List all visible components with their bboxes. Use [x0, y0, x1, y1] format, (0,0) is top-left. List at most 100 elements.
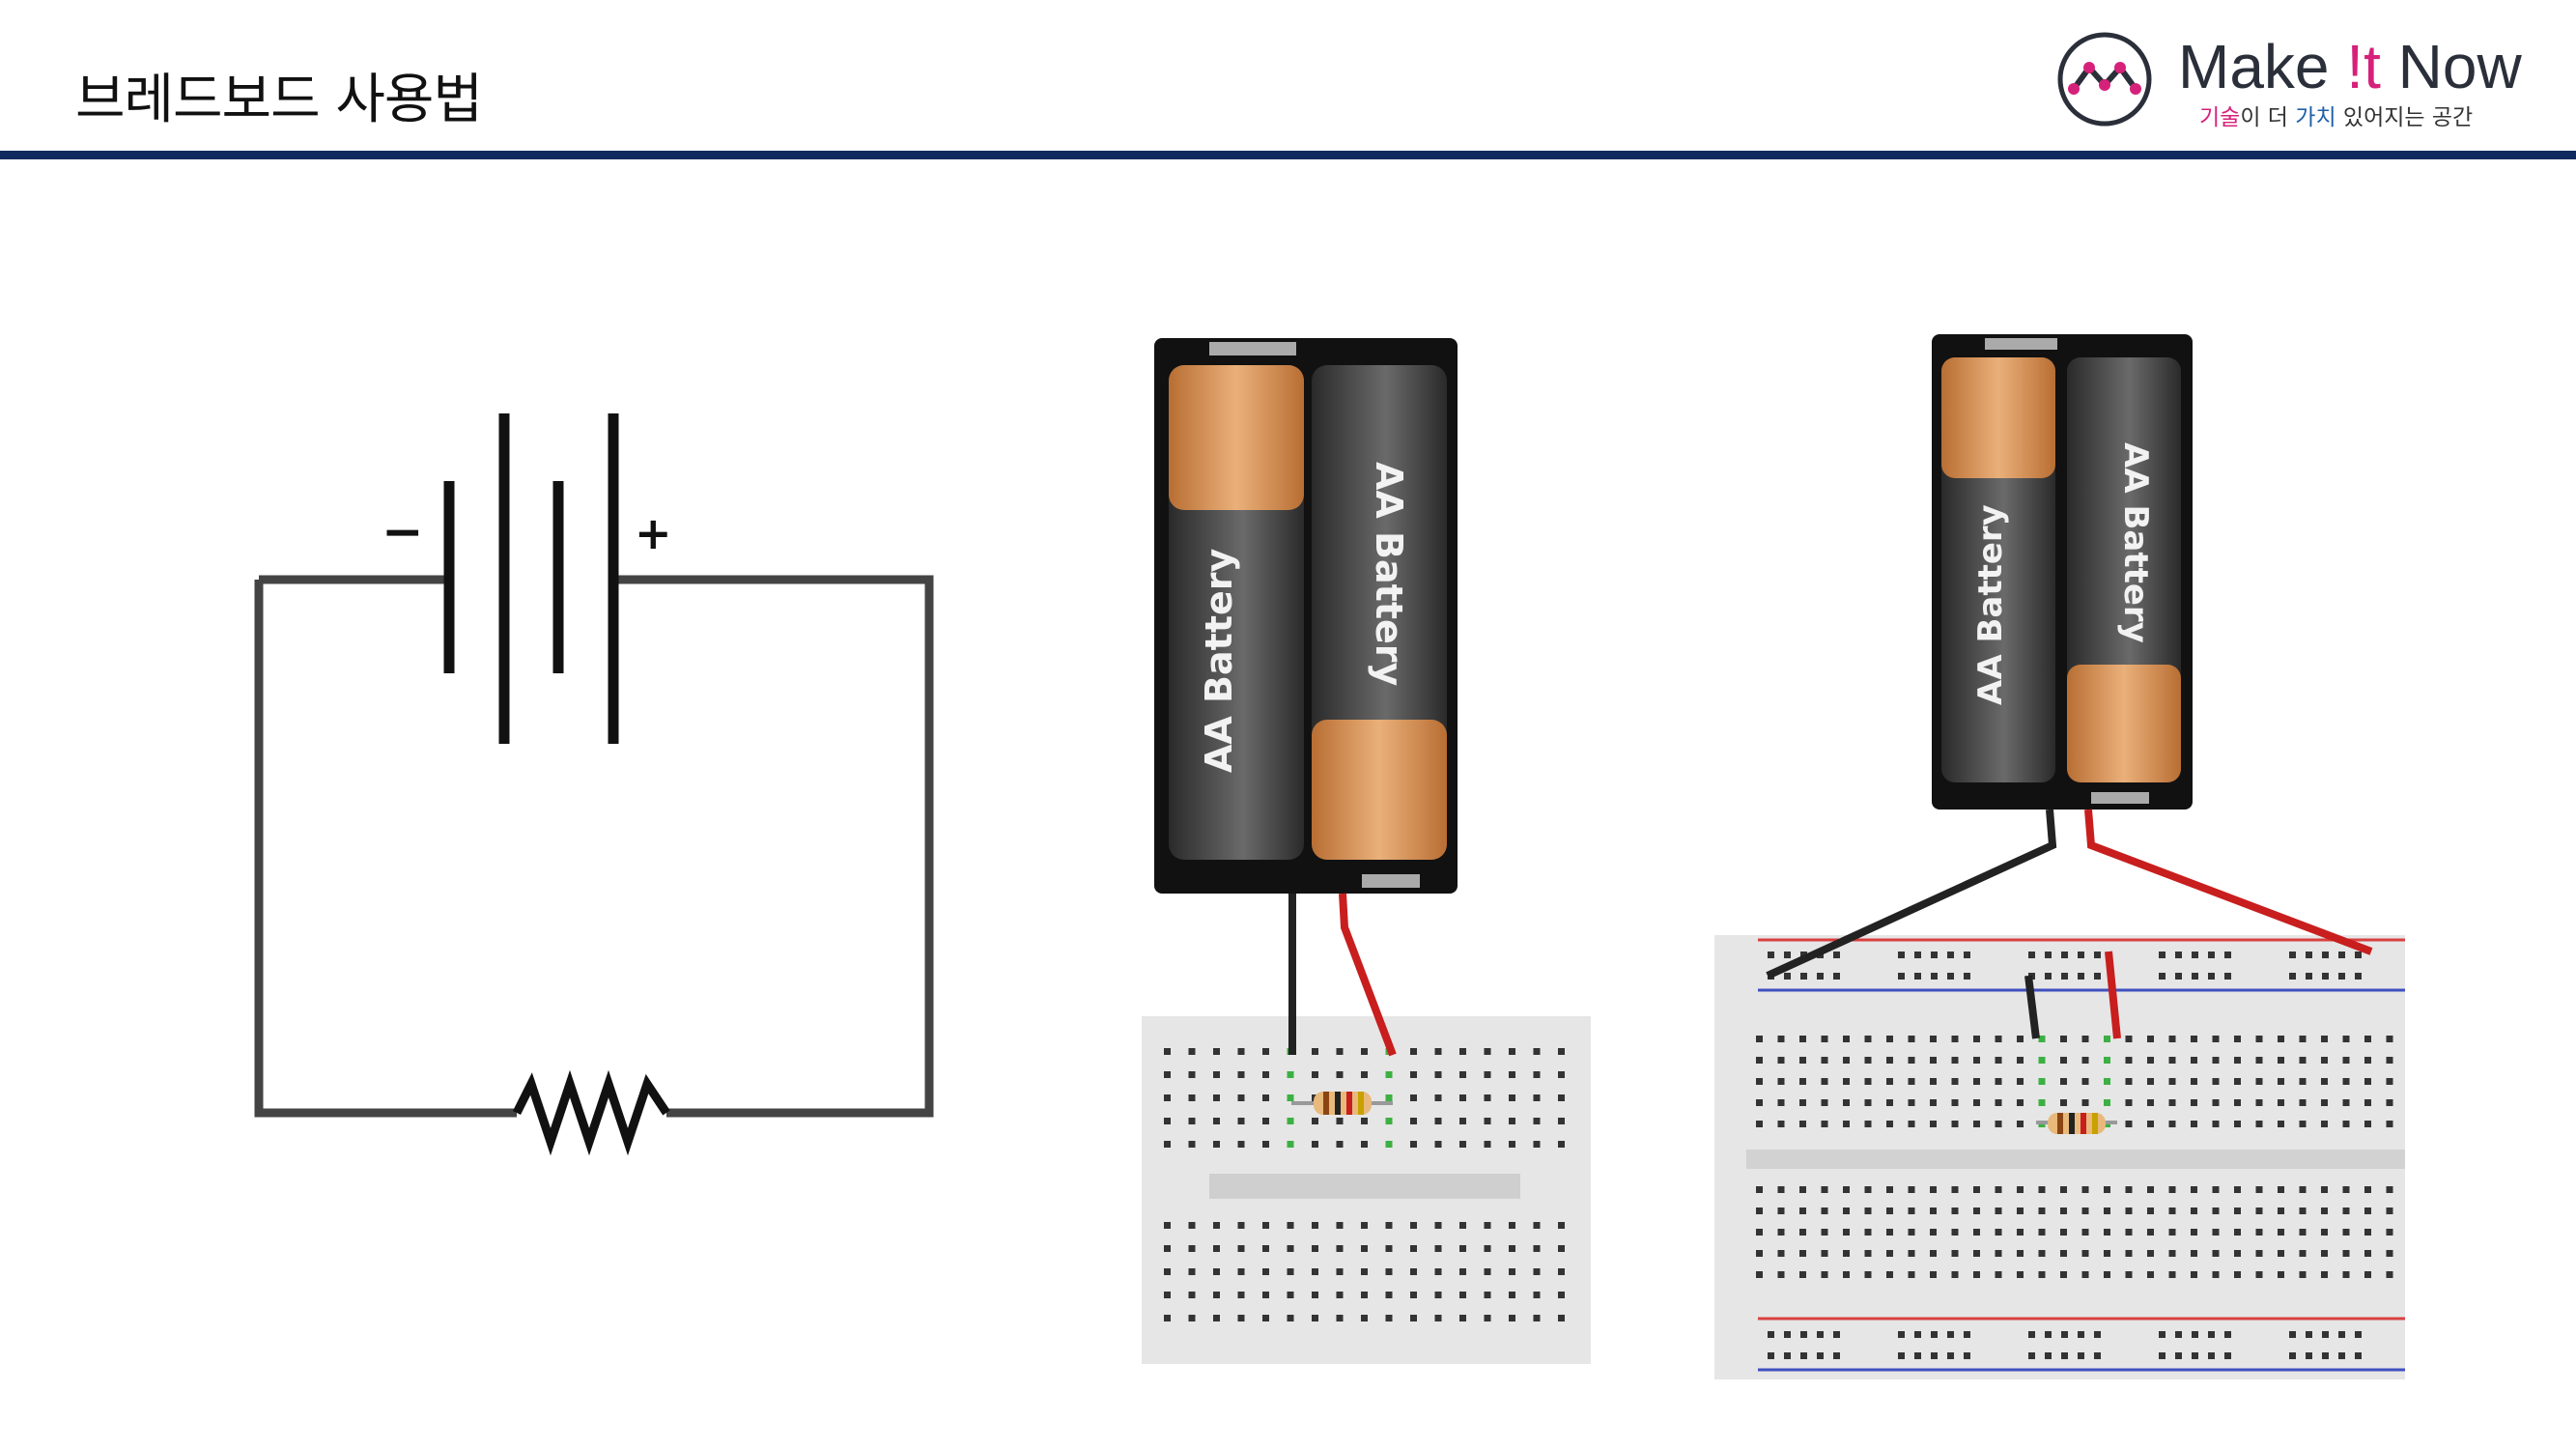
breadboard-hole: [1164, 1094, 1171, 1101]
breadboard-hole: [1558, 1245, 1565, 1252]
breadboard-hole: [1459, 1048, 1466, 1055]
breadboard-hole: [2342, 1186, 2350, 1193]
breadboard-hole: [2125, 1057, 2133, 1064]
breadboard-hole: [2212, 1121, 2220, 1127]
breadboard-hole: [1864, 1229, 1872, 1236]
breadboard-hole: [1237, 1118, 1245, 1124]
breadboard-hole: [1287, 1315, 1294, 1321]
breadboard-hole: [1864, 1250, 1872, 1257]
breadboard-hole: [1385, 1118, 1393, 1124]
breadboard-hole: [2255, 1186, 2263, 1193]
breadboard-hole: [1817, 1352, 1824, 1359]
breadboard-hole: [1817, 973, 1824, 980]
page-title: 브레드보드 사용법: [75, 69, 483, 131]
breadboard-hole: [2060, 1208, 2067, 1214]
breadboard-hole: [1410, 1315, 1417, 1321]
breadboard-hole: [1930, 1271, 1937, 1278]
breadboard-hole: [1756, 1271, 1763, 1278]
breadboard-hole: [2386, 1036, 2393, 1042]
breadboard-hole: [1533, 1268, 1541, 1275]
breadboard-hole: [2191, 1271, 2197, 1278]
breadboard-hole: [1237, 1245, 1245, 1252]
breadboard-hole: [2212, 1099, 2220, 1106]
breadboard-hole: [2299, 1036, 2307, 1042]
breadboard-hole: [2104, 1078, 2110, 1085]
header-rule: [0, 151, 2576, 159]
breadboard-hole: [2147, 1271, 2154, 1278]
breadboard-hole: [1164, 1268, 1171, 1275]
breadboard-hole: [2168, 1099, 2176, 1106]
breadboard-hole: [2175, 1352, 2182, 1359]
breadboard-hole: [1973, 1208, 1980, 1214]
breadboard-hole: [1385, 1292, 1393, 1298]
breadboard-hole: [1886, 1271, 1893, 1278]
breadboard-hole: [1931, 973, 1938, 980]
breadboard-hole: [1930, 1078, 1937, 1085]
breadboard-hole: [1898, 973, 1905, 980]
breadboard-hole: [1484, 1222, 1491, 1229]
breadboard-hole: [2094, 973, 2101, 980]
breadboard-hole: [2234, 1121, 2241, 1127]
breadboard-hole: [1833, 973, 1840, 980]
breadboard-hole: [1951, 1186, 1959, 1193]
breadboard-hole: [1237, 1292, 1245, 1298]
breadboard-hole: [1886, 1036, 1893, 1042]
breadboard-hole: [1484, 1268, 1491, 1275]
breadboard-hole: [1756, 1229, 1763, 1236]
breadboard-hole: [1484, 1315, 1491, 1321]
breadboard-hole: [2028, 952, 2035, 958]
breadboard-hole: [1484, 1245, 1491, 1252]
breadboard-hole: [1843, 1250, 1850, 1257]
breadboard-hole: [2234, 1099, 2241, 1106]
breadboard-hole: [1914, 952, 1921, 958]
schematic-wire: [254, 575, 934, 1118]
breadboard-hole: [2338, 1352, 2345, 1359]
breadboard-hole: [2306, 952, 2312, 958]
breadboard-hole: [1908, 1099, 1915, 1106]
breadboard-hole: [1558, 1118, 1565, 1124]
breadboard-hole: [1385, 1315, 1393, 1321]
breadboard-hole: [2147, 1099, 2154, 1106]
battery-label: AA Battery: [2116, 442, 2155, 643]
breadboard-hole: [2364, 1271, 2371, 1278]
breadboard-hole: [2168, 1250, 2176, 1257]
breadboard-hole: [2081, 1229, 2089, 1236]
breadboard-hole: [1361, 1245, 1368, 1252]
breadboard-hole: [2289, 1352, 2296, 1359]
breadboard-hole: [1385, 1222, 1393, 1229]
breadboard-hole: [1821, 1271, 1828, 1278]
breadboard-hole: [1799, 1078, 1806, 1085]
breadboard-hole: [2159, 1352, 2166, 1359]
breadboard-hole: [2078, 1331, 2084, 1338]
breadboard-hole: [1930, 1250, 1937, 1257]
breadboard-hole: [1237, 1268, 1245, 1275]
breadboard-hole: [1756, 1186, 1763, 1193]
breadboard-hole: [1533, 1245, 1541, 1252]
black-wire: [1766, 809, 2057, 980]
breadboard-hole: [2234, 1208, 2241, 1214]
breadboard-hole: [1434, 1071, 1442, 1078]
breadboard-hole: [1930, 1057, 1937, 1064]
breadboard-hole: [1931, 1352, 1938, 1359]
breadboard-hole: [1361, 1315, 1368, 1321]
breadboard-hole: [1973, 1229, 1980, 1236]
breadboard-hole: [2321, 1229, 2328, 1236]
breadboard-hole: [2017, 1121, 2024, 1127]
breadboard-hole: [2017, 1057, 2024, 1064]
breadboard-hole: [1951, 1036, 1959, 1042]
aa-battery: AA Battery: [1941, 357, 2055, 782]
aa-battery: AA Battery: [2067, 357, 2181, 782]
breadboard-hole: [2342, 1036, 2350, 1042]
breadboard-hole: [1898, 952, 1905, 958]
breadboard-hole: [2255, 1271, 2263, 1278]
breadboard-hole: [2321, 1121, 2328, 1127]
breadboard-hole: [1459, 1245, 1466, 1252]
breadboard-hole: [1886, 1078, 1893, 1085]
breadboard-hole: [1434, 1292, 1442, 1298]
breadboard-hole: [1973, 1057, 1980, 1064]
breadboard-hole: [1930, 1229, 1937, 1236]
breadboard-hole: [1484, 1141, 1491, 1148]
breadboard-hole: [1312, 1118, 1318, 1124]
breadboard-hole: [1237, 1141, 1245, 1148]
breadboard-hole: [1799, 1099, 1806, 1106]
